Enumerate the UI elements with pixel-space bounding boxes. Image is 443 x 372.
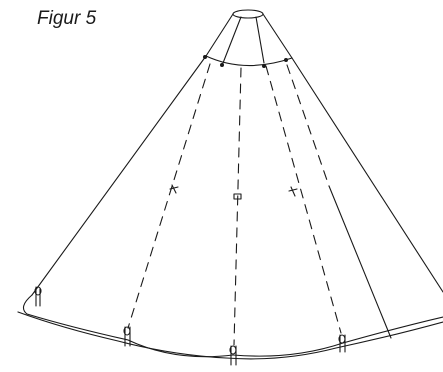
panel-seam bbox=[328, 185, 392, 339]
top-attachments bbox=[203, 55, 288, 68]
tent-outline bbox=[31, 55, 443, 296]
seam-line bbox=[127, 63, 211, 329]
figure-label: Figur 5 bbox=[37, 8, 97, 29]
seam-marker bbox=[233, 193, 242, 200]
seam-line bbox=[233, 67, 242, 346]
seam-line bbox=[286, 64, 330, 187]
seam-lines bbox=[127, 63, 342, 346]
stake-loop bbox=[34, 286, 42, 307]
stake-loop bbox=[123, 326, 131, 347]
seam-marker bbox=[169, 184, 179, 194]
seam-marker bbox=[288, 186, 298, 197]
attachment-dot bbox=[262, 64, 266, 68]
attachment-dot bbox=[220, 63, 224, 67]
stake-loop bbox=[338, 334, 346, 353]
top-cap bbox=[205, 9, 293, 67]
seam-line bbox=[265, 65, 342, 334]
bottom-hem bbox=[17, 294, 443, 360]
attachment-dot bbox=[284, 58, 288, 62]
attachment-dot bbox=[203, 55, 207, 59]
seam-markers bbox=[169, 184, 298, 200]
stake-loops bbox=[34, 286, 346, 366]
stake-loop bbox=[229, 345, 237, 366]
